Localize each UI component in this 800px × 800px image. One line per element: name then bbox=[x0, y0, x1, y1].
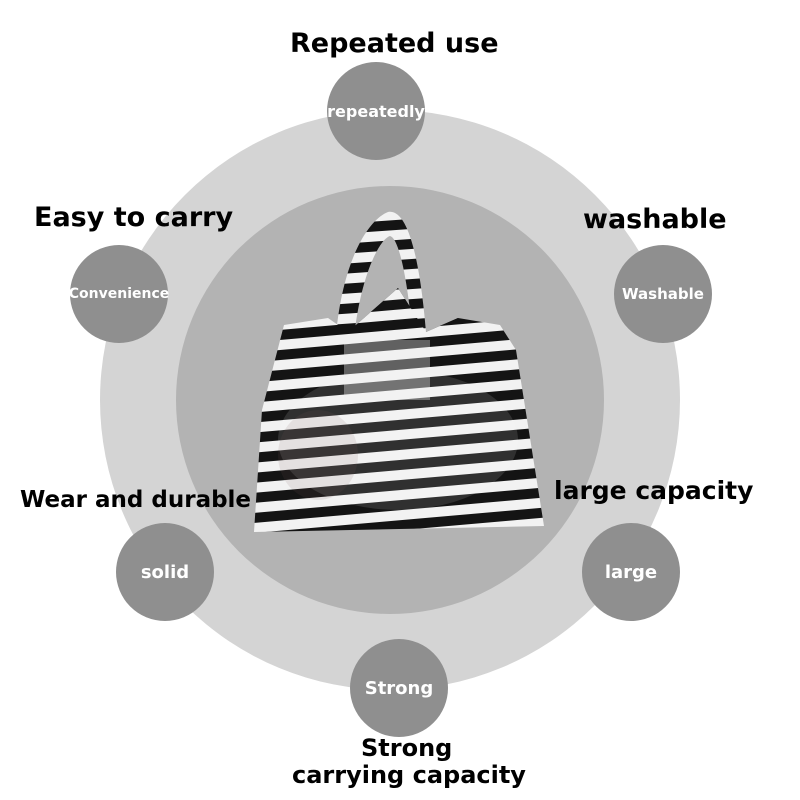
feature-title-washable: washable bbox=[583, 204, 727, 235]
striped-tote-bag-image bbox=[248, 200, 548, 540]
badge-washable-label: Washable bbox=[622, 285, 704, 303]
badge-solid-label: solid bbox=[140, 561, 190, 583]
badge-repeatedly: repeatedly bbox=[327, 62, 425, 160]
feature-title-wear-and-durable: Wear and durable bbox=[20, 487, 252, 513]
feature-title-large-capacity: large capacity bbox=[554, 476, 754, 505]
badge-large: large bbox=[582, 523, 680, 621]
striped-tote-bag-icon bbox=[254, 211, 544, 532]
badge-large-label: large bbox=[604, 561, 658, 583]
feature-title-strong-line2: carrying capacity bbox=[292, 761, 526, 789]
badge-strong: Strong bbox=[350, 639, 448, 737]
badge-repeatedly-label: repeatedly bbox=[327, 101, 425, 121]
badge-solid: solid bbox=[116, 523, 214, 621]
feature-title-strong-line1: Strong bbox=[361, 734, 453, 762]
badge-convenience-label: Convenience bbox=[68, 286, 170, 302]
feature-title-easy-to-carry: Easy to carry bbox=[34, 202, 234, 233]
badge-convenience: Convenience bbox=[68, 245, 170, 343]
feature-title-repeated-use: Repeated use bbox=[290, 28, 499, 59]
badge-strong-label: Strong bbox=[364, 677, 434, 699]
badge-washable: Washable bbox=[614, 245, 712, 343]
